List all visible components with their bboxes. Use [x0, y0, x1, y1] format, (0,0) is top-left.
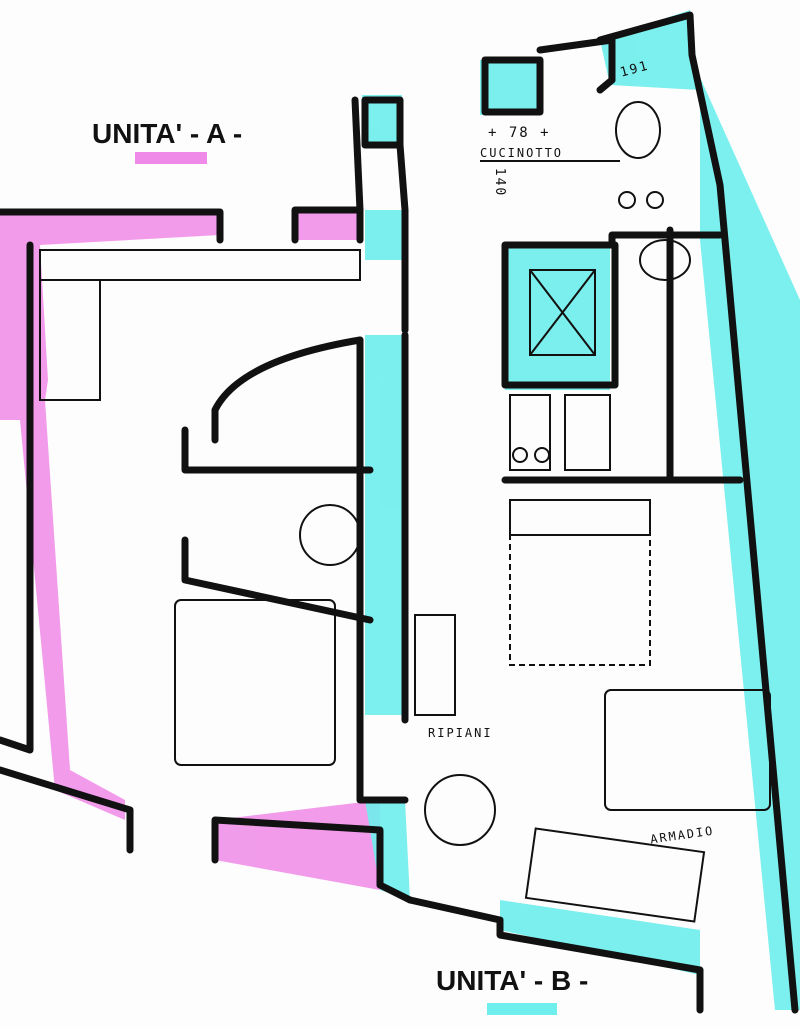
- wardrobe: [524, 827, 706, 923]
- walls: [0, 11, 799, 1014]
- unit-b-color-swatch: [487, 1003, 557, 1015]
- shower: [299, 504, 361, 566]
- fold-bed-outline: [509, 499, 651, 666]
- sink: [615, 101, 661, 159]
- dimension-78: + 78 +: [488, 125, 551, 141]
- bed-unit-b: [604, 689, 771, 811]
- unit-a-color-swatch: [135, 152, 207, 164]
- dimension-140: 140: [492, 167, 508, 198]
- bed-unit-a: [174, 599, 336, 766]
- kitchenette-label: CUCINOTTO: [480, 146, 620, 162]
- fixtures: [39, 101, 771, 923]
- elevator: [529, 269, 596, 356]
- unit-a-label: UNITA' - A -: [92, 118, 243, 149]
- shelves-label: RIPIANI: [428, 726, 493, 740]
- dining-table: [424, 774, 496, 846]
- unit-b-label: UNITA' - B -: [436, 965, 589, 996]
